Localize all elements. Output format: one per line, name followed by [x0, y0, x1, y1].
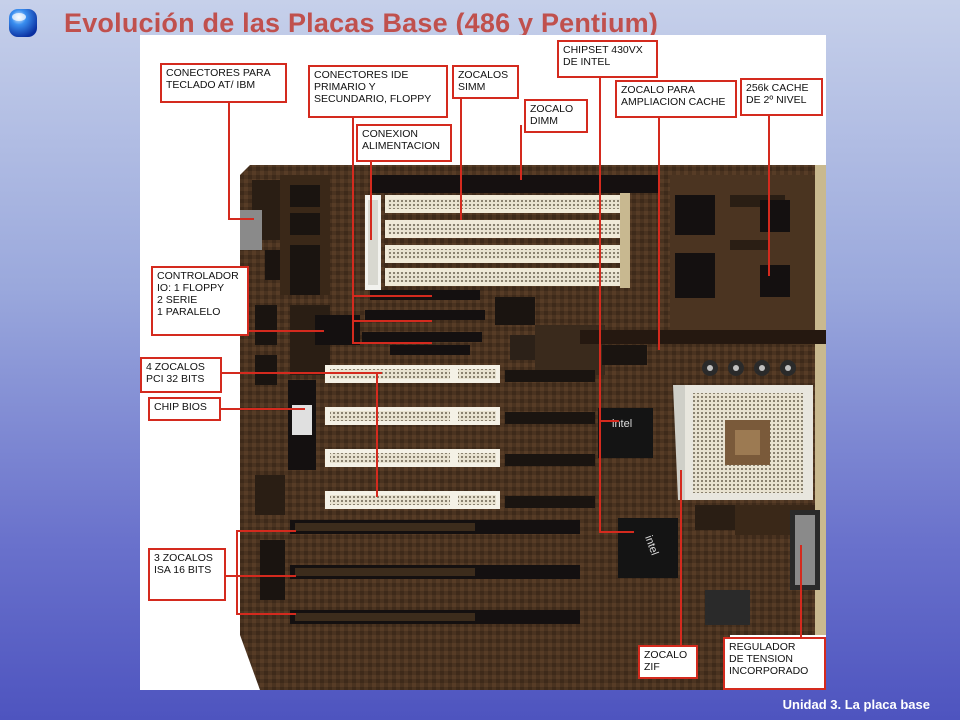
- leader-line: [599, 531, 634, 533]
- leader-line: [599, 420, 619, 422]
- leader-line: [658, 118, 660, 350]
- label-chipset: CHIPSET 430VX DE INTEL: [557, 40, 658, 78]
- label-ide: CONECTORES IDE PRIMARIO Y SECUNDARIO, FL…: [308, 65, 448, 118]
- leader-line: [599, 78, 601, 533]
- blue-cube-bullet-icon: [9, 9, 37, 37]
- leader-line: [228, 218, 254, 220]
- leader-line: [214, 330, 324, 332]
- leader-line: [220, 408, 305, 410]
- leader-line: [520, 125, 522, 180]
- leader-line: [352, 342, 432, 344]
- leader-line: [222, 372, 382, 374]
- leader-line: [370, 160, 372, 240]
- leader-line: [236, 530, 296, 532]
- leader-line: [236, 530, 238, 615]
- label-controlador: CONTROLADOR IO: 1 FLOPPY 2 SERIE 1 PARAL…: [151, 266, 249, 336]
- slide-title: Evolución de las Placas Base (486 y Pent…: [64, 8, 659, 38]
- label-cache-256k: 256k CACHE DE 2º NIVEL: [740, 78, 823, 116]
- label-cache-socket: ZOCALO PARA AMPLIACION CACHE: [615, 80, 737, 118]
- label-simm: ZOCALOS SIMM: [452, 65, 519, 99]
- motherboard-illustration: intel intel: [140, 35, 826, 690]
- label-regulador: REGULADOR DE TENSION INCORPORADO: [723, 637, 826, 690]
- leader-line: [460, 98, 462, 220]
- label-teclado: CONECTORES PARA TECLADO AT/ IBM: [160, 63, 287, 103]
- label-dimm: ZOCALO DIMM: [524, 99, 588, 133]
- leader-line: [768, 116, 770, 276]
- leader-line: [236, 575, 296, 577]
- leader-line: [228, 102, 230, 220]
- label-isa: 3 ZOCALOS ISA 16 BITS: [148, 548, 226, 601]
- label-bios: CHIP BIOS: [148, 397, 221, 421]
- leader-line: [236, 613, 296, 615]
- slide-footer: Unidad 3. La placa base: [782, 697, 930, 712]
- leader-line: [352, 320, 432, 322]
- leader-line: [376, 372, 378, 497]
- label-zif: ZOCALO ZIF: [638, 645, 698, 679]
- leader-line: [352, 295, 432, 297]
- leader-line: [680, 470, 682, 648]
- label-alimentacion: CONEXION ALIMENTACION: [356, 124, 452, 162]
- motherboard-photo: intel intel: [140, 35, 826, 690]
- label-pci: 4 ZOCALOS PCI 32 BITS: [140, 357, 222, 393]
- leader-line: [225, 575, 237, 577]
- leader-line: [352, 118, 354, 343]
- leader-line: [800, 545, 802, 638]
